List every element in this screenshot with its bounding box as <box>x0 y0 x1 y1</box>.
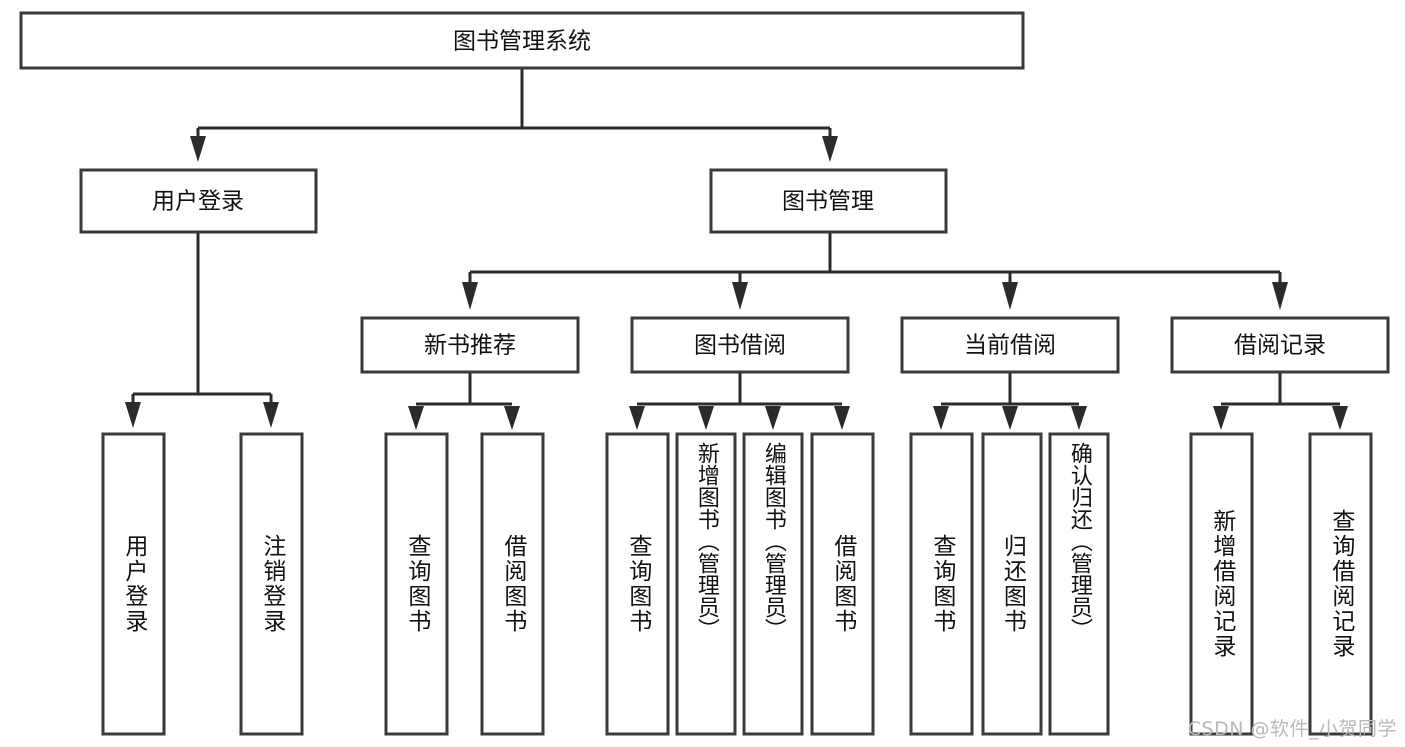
arrowhead-leaf-edit-book <box>765 406 781 430</box>
node-book-borrow[interactable]: 图书借阅 <box>630 316 850 374</box>
node-current-borrow-box[interactable] <box>900 316 1120 374</box>
node-leaf-borrow-book-1-box[interactable] <box>480 432 545 736</box>
arrowhead-leaf-borrow-book-1 <box>504 406 520 430</box>
arrowhead-leaf-return-book <box>1002 406 1018 430</box>
node-book-borrow-box[interactable] <box>630 316 850 374</box>
node-leaf-confirm-return-box[interactable] <box>1048 432 1110 736</box>
arrowhead-leaf-add-record <box>1213 406 1229 430</box>
node-user-login-label: 用户登录 <box>152 189 244 215</box>
connector-group-root <box>190 68 838 162</box>
connector-group-book-manage <box>462 232 1288 310</box>
arrowhead-leaf-user-login <box>125 402 141 428</box>
arrowhead-leaf-add-book <box>698 406 714 430</box>
node-user-login-box[interactable] <box>79 168 318 234</box>
node-leaf-return-book-box[interactable] <box>981 432 1043 736</box>
node-user-login[interactable]: 用户登录 <box>79 168 318 234</box>
node-leaf-query-book-3-box[interactable] <box>909 432 974 736</box>
node-new-book-rec[interactable]: 新书推荐 <box>360 316 580 374</box>
node-root-label: 图书管理系统 <box>453 29 591 55</box>
arrowhead-leaf-query-book-1 <box>408 406 424 430</box>
arrowhead-new-book-rec <box>462 282 478 310</box>
node-book-manage[interactable]: 图书管理 <box>709 168 948 234</box>
node-borrow-record[interactable]: 借阅记录 <box>1170 316 1390 374</box>
node-root-box[interactable] <box>19 11 1025 70</box>
node-root[interactable]: 图书管理系统 <box>19 11 1025 70</box>
arrowhead-leaf-borrow-book-2 <box>834 406 850 430</box>
node-leaf-edit-book-box[interactable] <box>742 432 804 736</box>
node-leaf-query-book-1-box[interactable] <box>384 432 449 736</box>
arrowhead-current-borrow <box>1002 282 1018 310</box>
node-current-borrow[interactable]: 当前借阅 <box>900 316 1120 374</box>
node-book-manage-box[interactable] <box>709 168 948 234</box>
connector-group-borrow-record <box>1213 372 1348 430</box>
arrowhead-book-manage <box>822 136 838 162</box>
arrowhead-leaf-query-book-3 <box>933 406 949 430</box>
node-new-book-rec-box[interactable] <box>360 316 580 374</box>
arrowhead-user-login <box>190 136 206 162</box>
connector-group-book-borrow <box>629 372 850 430</box>
arrowhead-leaf-query-record <box>1332 406 1348 430</box>
node-leaf-user-login-box[interactable] <box>101 432 166 736</box>
connector-group-user-login <box>125 232 279 428</box>
node-leaf-query-book-2-box[interactable] <box>605 432 670 736</box>
csdn-watermark: CSDN @软件_小贺同学 <box>1187 718 1397 740</box>
connector-group-current-borrow <box>933 372 1087 430</box>
node-leaf-add-record-box[interactable] <box>1189 432 1254 736</box>
node-leaf-logout-box[interactable] <box>239 432 304 736</box>
node-book-borrow-label: 图书借阅 <box>694 333 786 359</box>
node-borrow-record-box[interactable] <box>1170 316 1390 374</box>
node-new-book-rec-label: 新书推荐 <box>424 333 516 359</box>
arrowhead-borrow-record <box>1272 282 1288 310</box>
node-borrow-record-label: 借阅记录 <box>1234 333 1326 359</box>
node-book-manage-label: 图书管理 <box>782 189 874 215</box>
connector-group-new-book-rec <box>408 372 520 430</box>
arrowhead-leaf-logout <box>263 402 279 428</box>
arrowhead-leaf-confirm-return <box>1071 406 1087 430</box>
node-current-borrow-label: 当前借阅 <box>964 333 1056 359</box>
node-leaf-borrow-book-2-box[interactable] <box>810 432 875 736</box>
node-leaf-query-record-box[interactable] <box>1308 432 1373 736</box>
arrowhead-book-borrow <box>732 282 748 310</box>
node-leaf-add-book-box[interactable] <box>675 432 737 736</box>
arrowhead-leaf-query-book-2 <box>629 406 645 430</box>
